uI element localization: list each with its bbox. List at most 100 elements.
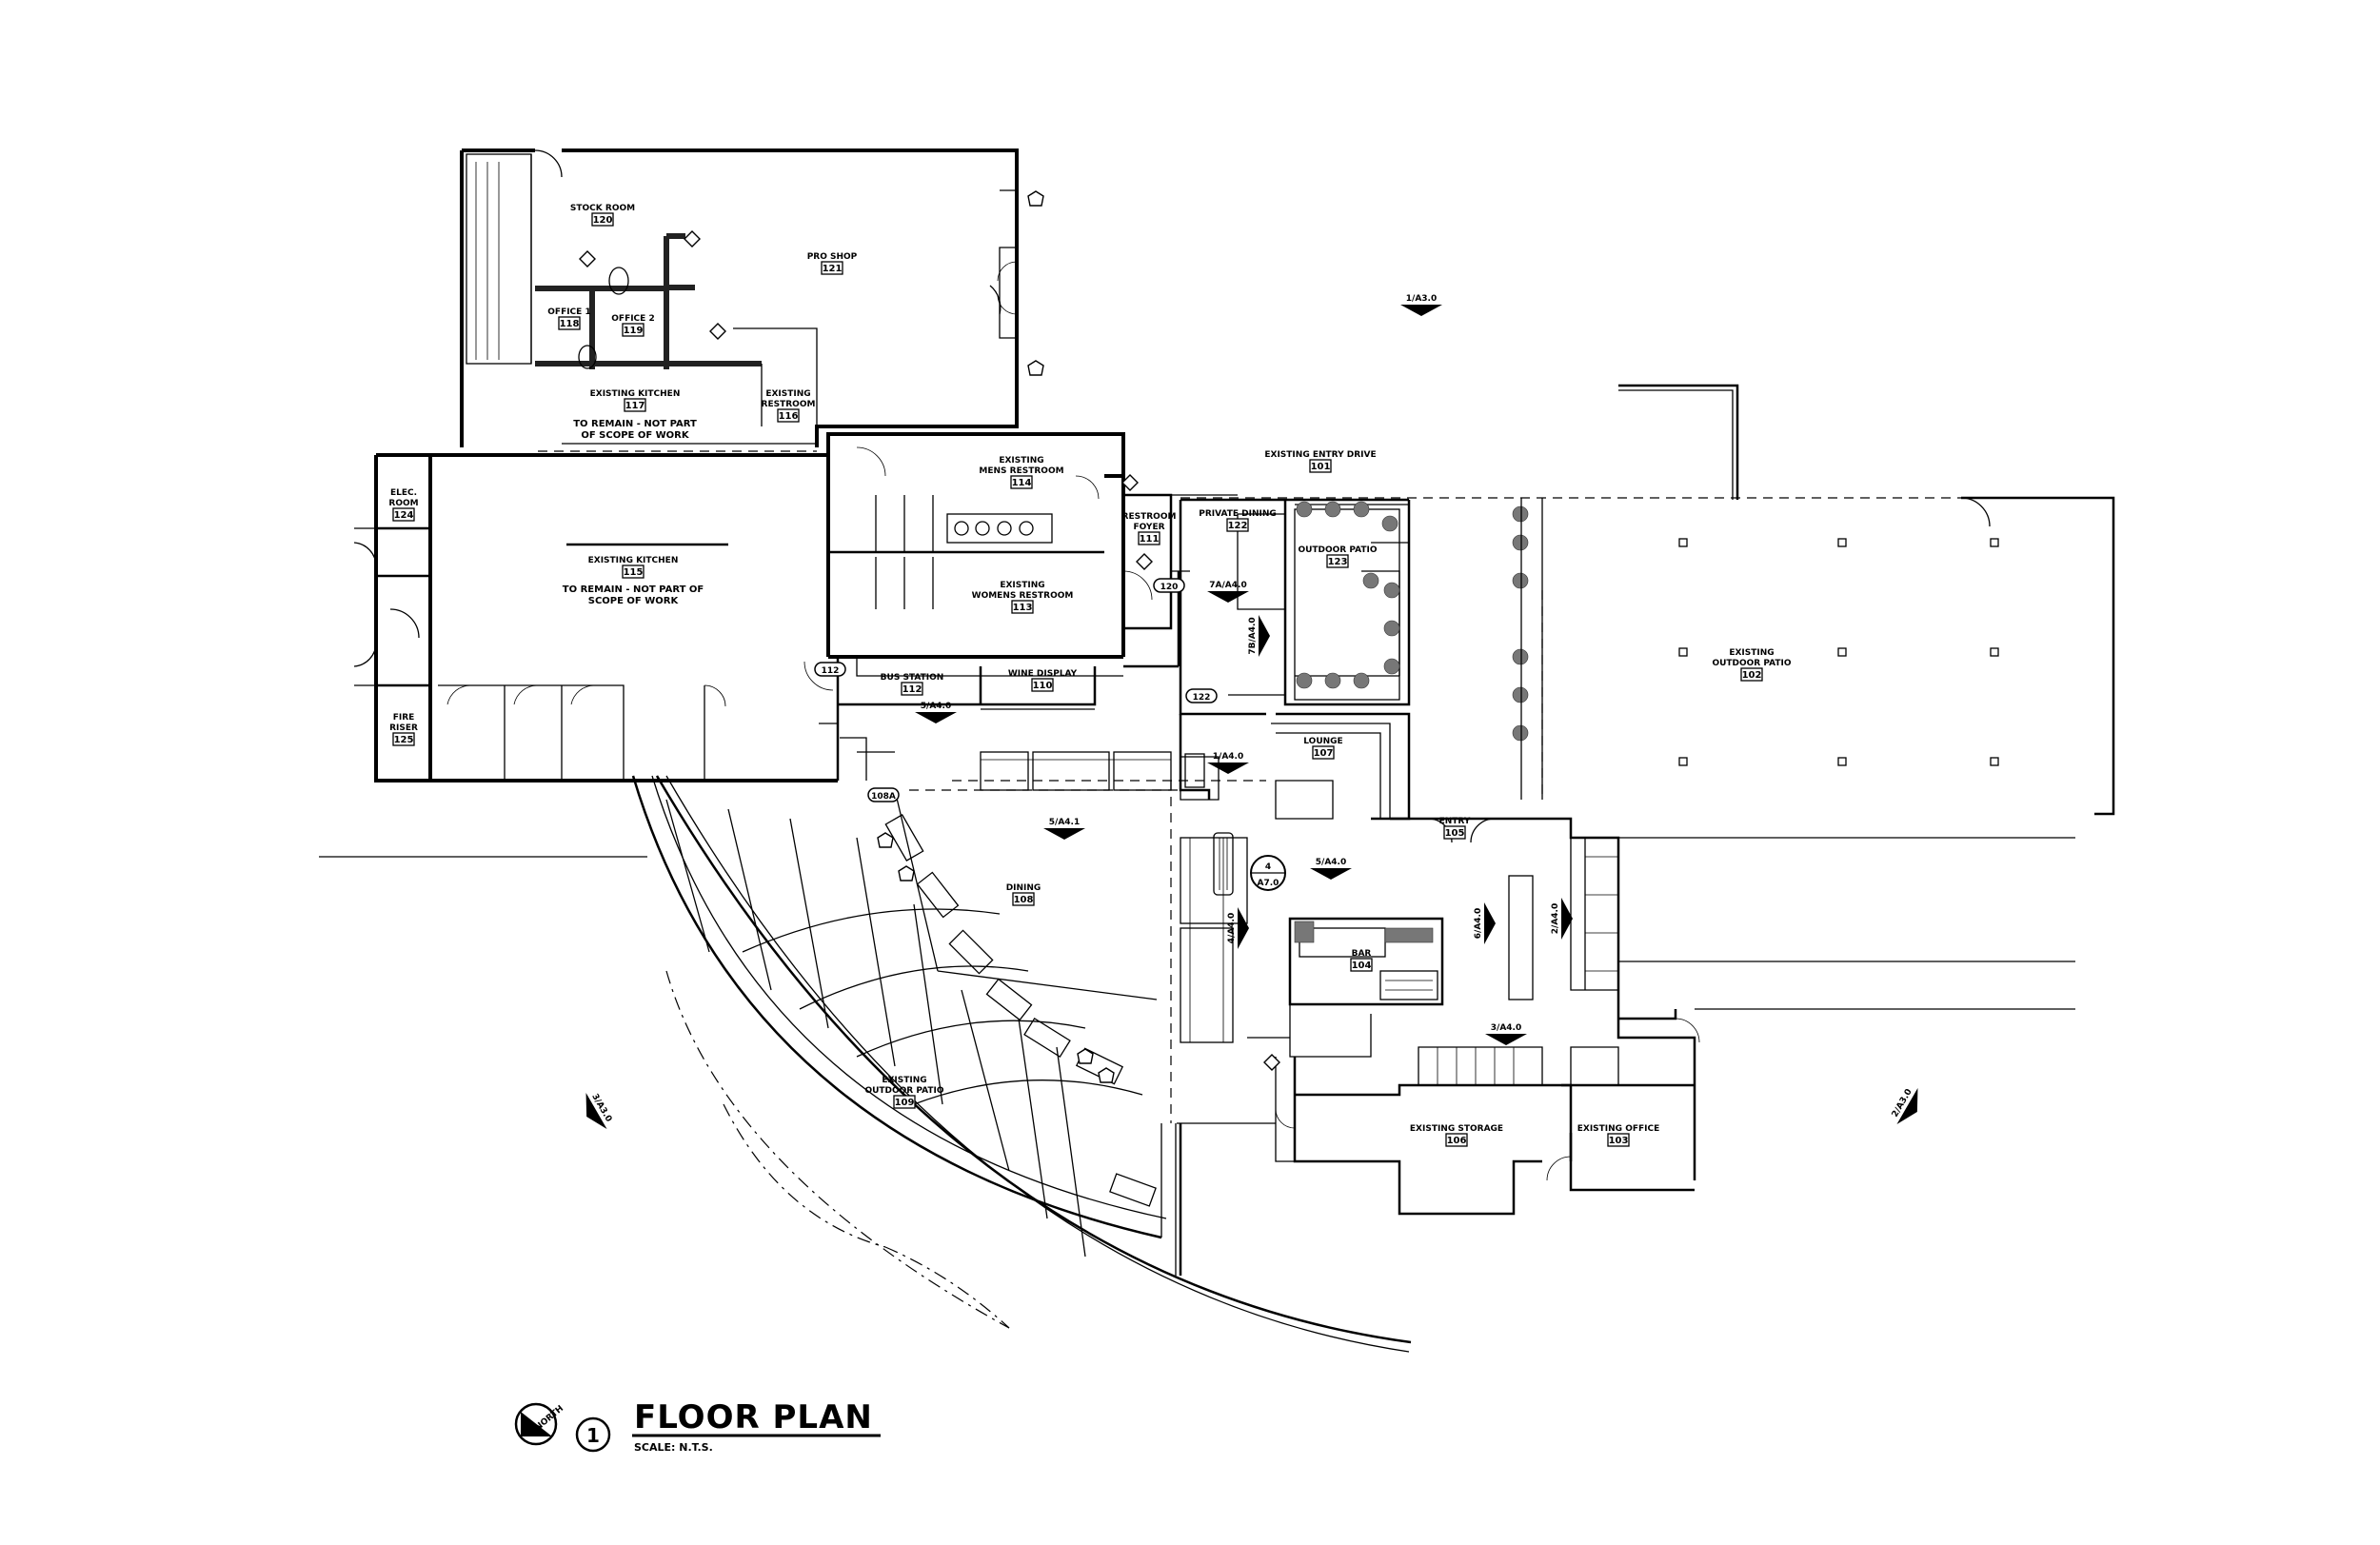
section-marker-a30_top: 1/A3.0 <box>1400 294 1442 316</box>
canopy-outline <box>723 1103 886 1248</box>
room-number: 110 <box>1033 681 1053 691</box>
patio-purlin <box>856 1020 1086 1058</box>
room-name: RESTROOM <box>1122 512 1177 522</box>
room-number: 112 <box>902 684 922 695</box>
section-ref: 5/A4.0 <box>921 702 951 711</box>
column-marker <box>1837 757 1847 766</box>
dining-table <box>985 978 1033 1021</box>
section-marker-a40_6: 6/A4.0 <box>1474 902 1496 944</box>
patio-beam <box>1018 1018 1048 1219</box>
room-name: EXISTING <box>1000 581 1044 590</box>
dining-table <box>884 814 924 862</box>
drawing-title: FLOOR PLAN <box>634 1398 873 1436</box>
column-marker <box>1678 757 1688 766</box>
keynote-diamond-icon <box>579 250 596 267</box>
section-arrow-icon <box>1259 615 1270 657</box>
room-name: EXISTING KITCHEN <box>588 556 679 565</box>
section-marker-a40_7a: 7A/A4.0 <box>1207 581 1249 603</box>
room-number: 106 <box>1447 1136 1467 1146</box>
room-name: WOMENS RESTROOM <box>972 591 1074 601</box>
room-name: OUTDOOR PATIO <box>864 1086 943 1096</box>
room-name: EXISTING <box>882 1076 926 1085</box>
room-number-box <box>1309 459 1332 473</box>
landscape-plants <box>1296 501 1529 742</box>
room-number-box <box>821 261 843 275</box>
room-number: 113 <box>1013 603 1033 613</box>
patio-purlin <box>742 908 1001 953</box>
room-name: ELEC. <box>390 488 417 498</box>
planter-plant-icon <box>1512 648 1529 665</box>
column-marker <box>1990 757 1999 766</box>
room-number: 120 <box>593 215 613 226</box>
column-marker <box>1837 647 1847 657</box>
section-arrow-icon <box>585 1092 607 1130</box>
room-number-box <box>1226 518 1249 532</box>
room-label-existing-kitchen-115: EXISTING KITCHEN 115 <box>588 556 679 579</box>
patio-purlin <box>799 965 1029 1010</box>
room-name: EXISTING OFFICE <box>1577 1124 1660 1134</box>
keynote-diamond-icon <box>1136 553 1153 570</box>
room-name: FOYER <box>1133 523 1164 532</box>
section-marker-a40_5_bus: 5/A4.0 <box>915 702 957 723</box>
kitchen-wing <box>353 432 1125 782</box>
room-name: ENTRY <box>1439 817 1471 826</box>
room-number: 108 <box>1014 895 1034 905</box>
door-tag-t120: 120 <box>1153 578 1185 593</box>
room-name: MENS RESTROOM <box>979 466 1063 476</box>
section-ref: 5/A4.0 <box>1316 858 1346 867</box>
door-tag-text: 108A <box>871 792 896 802</box>
room-name: EXISTING ENTRY DRIVE <box>1264 450 1376 460</box>
keynote-diamond-icon <box>1263 1054 1280 1071</box>
planter-plant-icon <box>1512 572 1529 589</box>
room-name: RESTROOM <box>762 400 816 409</box>
room-number: 103 <box>1609 1136 1629 1146</box>
patio-beam <box>789 818 829 1029</box>
section-ref: 6/A4.0 <box>1474 908 1483 939</box>
section-ref: 4/A4.0 <box>1227 913 1237 943</box>
hexagon-tag-icon <box>1027 190 1044 207</box>
section-marker-a40_2: 2/A4.0 <box>1551 898 1573 940</box>
section-arrow-icon <box>1561 898 1573 940</box>
keynote-diamond-icon <box>709 323 726 340</box>
entry-drive-patio <box>1180 384 2115 820</box>
room-number: 116 <box>779 411 799 422</box>
hexagon-tag-icon <box>1027 360 1044 376</box>
room-name: OUTDOOR PATIO <box>1712 659 1791 668</box>
room-number-box <box>624 398 646 412</box>
column-marker <box>1678 647 1688 657</box>
room-number: 115 <box>624 567 644 578</box>
section-arrow-icon <box>1207 591 1249 603</box>
room-number-box <box>622 565 645 579</box>
drawing-scale: SCALE: N.T.S. <box>634 1441 713 1454</box>
room-number: 104 <box>1352 961 1372 971</box>
restroom-core <box>826 434 1125 677</box>
detail-sheet: A7.0 <box>1258 879 1279 888</box>
room-number-box <box>1312 745 1335 760</box>
hexagon-tag-icon <box>1098 1067 1115 1083</box>
room-number-box <box>1445 1133 1468 1147</box>
column-marker <box>1837 538 1847 547</box>
room-number-box <box>1326 554 1349 568</box>
patio-beam <box>856 837 896 1067</box>
door-tag-t108a: 108A <box>867 787 900 802</box>
patio-beam <box>727 808 772 991</box>
hexagon-tag-icon <box>898 865 915 881</box>
door-tag-box <box>1185 688 1218 703</box>
room-number-box <box>622 323 645 337</box>
planter-plant-icon <box>1512 505 1529 523</box>
scope-note: OF SCOPE OF WORK <box>581 430 690 441</box>
